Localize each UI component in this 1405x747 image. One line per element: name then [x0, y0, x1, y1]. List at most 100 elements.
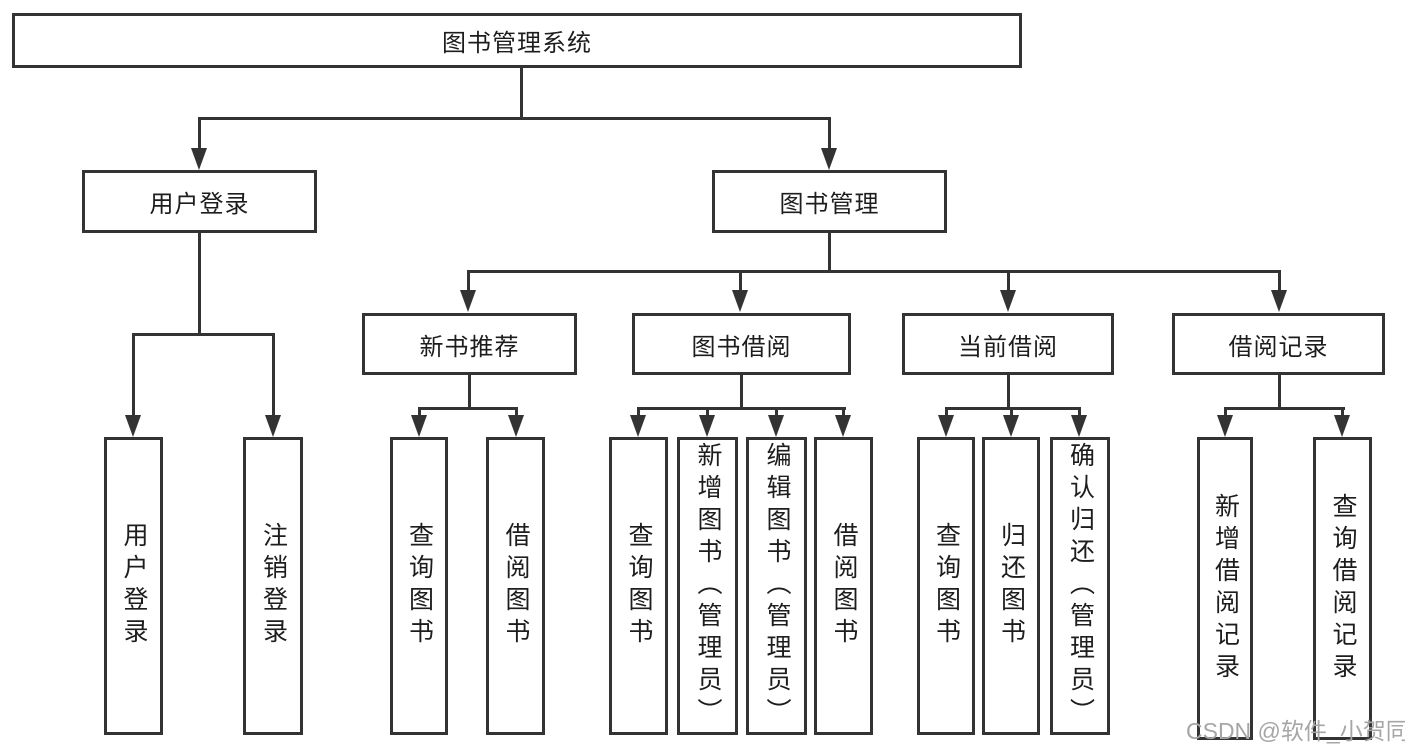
- connector-arrow-edit-book: [768, 407, 784, 437]
- arrow-down-icon: [630, 415, 646, 437]
- node-leaf-logout-label: 注销登录: [259, 522, 288, 650]
- connector-book-borrow-hline: [637, 407, 846, 410]
- connector-current-borrow-hline: [945, 407, 1081, 410]
- arrow-down-icon: [508, 415, 524, 437]
- node-leaf-add-record-label: 新增借阅记录: [1211, 492, 1240, 685]
- node-user-login-label: 用户登录: [149, 191, 250, 218]
- node-leaf-query-record-label: 查询借阅记录: [1329, 492, 1357, 685]
- connector-arrow-user-login: [191, 117, 207, 170]
- connector-user-login-vline: [198, 232, 201, 336]
- arrow-down-icon: [938, 415, 954, 437]
- node-new-book-rec: 新书推荐: [362, 313, 577, 375]
- arrow-down-icon: [768, 415, 784, 437]
- connector-arrow-leaf-user-login: [125, 333, 141, 437]
- node-leaf-query-book-current: 查询图书: [917, 437, 975, 735]
- node-leaf-add-book: 新增图书（管理员）: [677, 437, 738, 735]
- node-book-mgmt-label: 图书管理: [779, 191, 880, 218]
- node-user-login: 用户登录: [82, 170, 317, 233]
- node-leaf-borrow-book-newrec-label: 借阅图书: [502, 522, 530, 650]
- connector-new-book-rec-hline: [418, 407, 518, 410]
- connector-arrow-current-borrow: [1000, 270, 1016, 312]
- node-leaf-confirm-return: 确认归还（管理员）: [1050, 437, 1110, 735]
- arrow-down-icon: [732, 290, 748, 312]
- arrow-stem: [131, 333, 135, 415]
- node-leaf-borrow-book-borrow-label: 借阅图书: [830, 522, 858, 650]
- node-leaf-query-book-newrec-label: 查询图书: [405, 522, 434, 650]
- node-leaf-borrow-book-newrec: 借阅图书: [486, 437, 545, 735]
- arrow-stem: [417, 407, 421, 415]
- node-leaf-return-book: 归还图书: [982, 437, 1040, 735]
- connector-user-login-hline: [132, 333, 275, 336]
- node-leaf-query-book-borrow: 查询图书: [609, 437, 668, 735]
- arrow-down-icon: [699, 415, 715, 437]
- node-leaf-query-book-current-label: 查询图书: [932, 522, 961, 650]
- arrow-stem: [466, 270, 470, 290]
- node-leaf-edit-book-label: 编辑图书（管理员）: [763, 442, 791, 730]
- connector-borrow-record-hline: [1224, 407, 1345, 410]
- node-leaf-confirm-return-label: 确认归还（管理员）: [1066, 442, 1095, 730]
- node-book-mgmt: 图书管理: [712, 170, 947, 233]
- connector-arrow-query-book-current: [938, 407, 954, 437]
- node-root: 图书管理系统: [12, 13, 1022, 68]
- arrow-stem: [1006, 270, 1010, 290]
- node-leaf-edit-book: 编辑图书（管理员）: [746, 437, 807, 735]
- connector-arrow-add-book: [699, 407, 715, 437]
- node-leaf-borrow-book-borrow: 借阅图书: [814, 437, 873, 735]
- arrow-down-icon: [460, 290, 476, 312]
- connector-root-vline: [520, 67, 523, 120]
- connector-arrow-leaf-logout: [265, 333, 281, 437]
- connector-arrow-borrow-book-borrow: [835, 407, 851, 437]
- arrow-down-icon: [1334, 415, 1350, 437]
- connector-current-borrow-vline: [1007, 374, 1010, 410]
- connector-arrow-book-borrow: [732, 270, 748, 312]
- connector-arrow-query-book-newrec: [411, 407, 427, 437]
- arrow-stem: [514, 407, 518, 415]
- node-leaf-logout: 注销登录: [243, 437, 303, 735]
- arrow-down-icon: [1003, 415, 1019, 437]
- arrow-down-icon: [191, 148, 207, 170]
- watermark: CSDN @软件_小贺同学: [1186, 718, 1405, 744]
- connector-root-hline: [198, 117, 831, 120]
- connector-new-book-rec-vline: [468, 374, 471, 410]
- arrow-stem: [1340, 407, 1344, 415]
- arrow-stem: [197, 117, 201, 148]
- node-leaf-add-record: 新增借阅记录: [1197, 437, 1253, 740]
- node-leaf-query-book-newrec: 查询图书: [390, 437, 448, 735]
- connector-book-mgmt-hline: [467, 270, 1281, 273]
- arrow-stem: [841, 407, 845, 415]
- connector-arrow-return-book: [1003, 407, 1019, 437]
- node-leaf-user-login: 用户登录: [104, 437, 163, 735]
- connector-arrow-query-record: [1334, 407, 1350, 437]
- arrow-stem: [774, 407, 778, 415]
- connector-book-borrow-vline: [740, 374, 743, 410]
- node-leaf-user-login-label: 用户登录: [120, 522, 148, 650]
- arrow-stem: [1077, 407, 1081, 415]
- node-new-book-rec-label: 新书推荐: [419, 333, 520, 361]
- arrow-stem: [827, 117, 831, 148]
- node-leaf-add-book-label: 新增图书（管理员）: [694, 442, 722, 730]
- arrow-stem: [1277, 270, 1281, 290]
- connector-arrow-borrow-record: [1271, 270, 1287, 312]
- arrow-stem: [738, 270, 742, 290]
- node-leaf-return-book-label: 归还图书: [997, 522, 1026, 650]
- arrow-down-icon: [265, 415, 281, 437]
- arrow-down-icon: [125, 415, 141, 437]
- arrow-stem: [705, 407, 709, 415]
- arrow-stem: [944, 407, 948, 415]
- connector-arrow-query-book-borrow: [630, 407, 646, 437]
- node-borrow-record-label: 借阅记录: [1228, 333, 1329, 361]
- arrow-down-icon: [411, 415, 427, 437]
- arrow-down-icon: [821, 148, 837, 170]
- arrow-down-icon: [1000, 290, 1016, 312]
- node-leaf-query-record: 查询借阅记录: [1313, 437, 1372, 740]
- arrow-down-icon: [835, 415, 851, 437]
- arrow-down-icon: [1271, 290, 1287, 312]
- arrow-down-icon: [1217, 415, 1233, 437]
- node-root-label: 图书管理系统: [442, 30, 592, 57]
- node-borrow-record: 借阅记录: [1172, 313, 1385, 375]
- node-book-borrow: 图书借阅: [632, 313, 851, 375]
- connector-book-mgmt-vline: [828, 232, 831, 273]
- connector-borrow-record-vline: [1278, 374, 1281, 410]
- connector-arrow-new-book-rec: [460, 270, 476, 312]
